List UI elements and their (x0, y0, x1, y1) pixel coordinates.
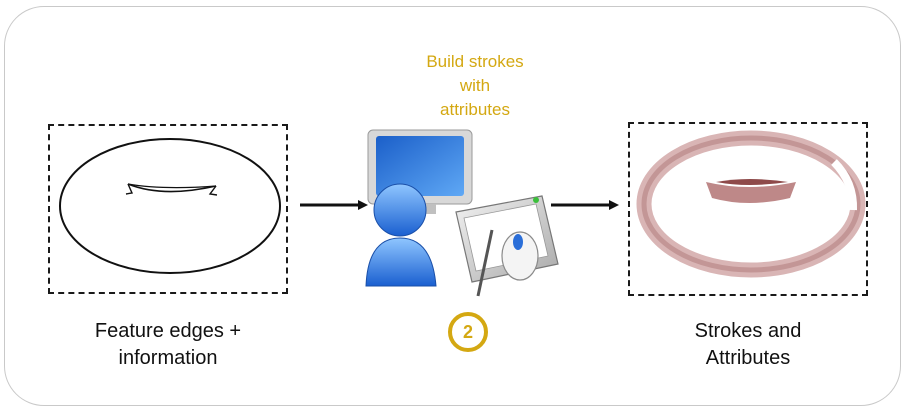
input-caption-line2: information (118, 347, 218, 369)
user-computer-tablet-icon (365, 129, 559, 297)
process-step-badge: 2 (448, 312, 488, 352)
arrow-right-icon (300, 200, 368, 210)
arrow-right-icon (551, 200, 619, 210)
process-title-line2: with (459, 76, 491, 95)
output-caption: Strokes and Attributes (628, 318, 868, 372)
process-title-line1: Build strokes (426, 52, 524, 71)
output-caption-line1: Strokes and (694, 320, 802, 342)
output-box (628, 122, 868, 296)
input-caption: Feature edges + information (48, 318, 288, 372)
stroked-torus-icon (636, 130, 866, 278)
input-caption-line1: Feature edges + (94, 320, 242, 342)
input-box (48, 124, 288, 294)
torus-feature-edges-icon (59, 138, 281, 274)
output-caption-line2: Attributes (705, 347, 791, 369)
process-title: Build strokes with attributes (395, 50, 555, 122)
process-title-line3: attributes (440, 100, 510, 119)
